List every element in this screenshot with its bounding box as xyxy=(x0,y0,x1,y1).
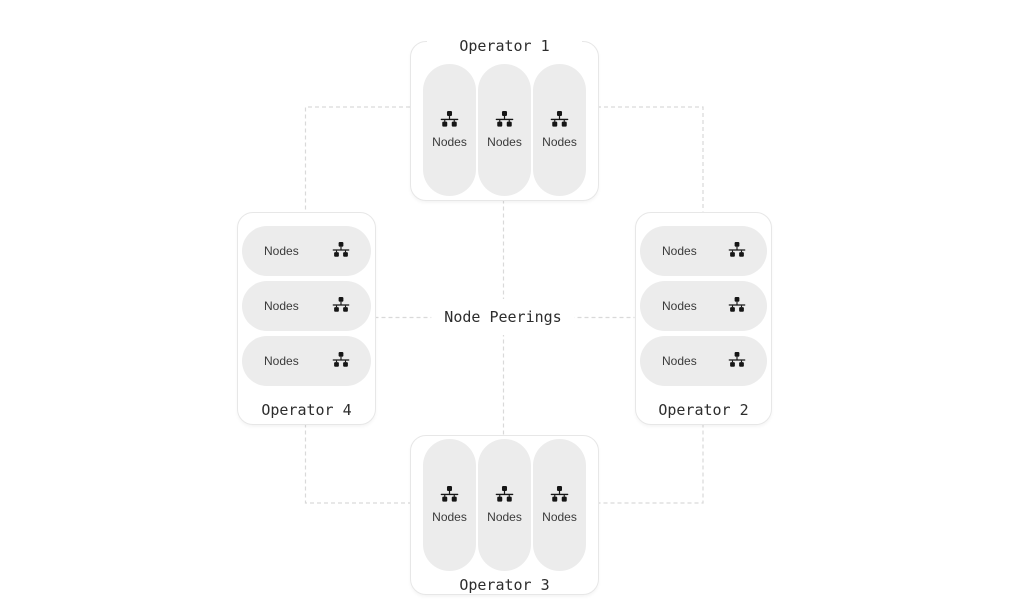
connector-bottom-right xyxy=(597,423,704,504)
node-pill: Nodes xyxy=(640,281,767,331)
network-icon xyxy=(439,111,460,130)
network-icon xyxy=(331,242,351,260)
operator-3-pills: Nodes Nodes Nodes xyxy=(423,439,586,571)
node-pill-label: Nodes xyxy=(487,510,522,524)
operator-1-box: Operator 1 Nodes Nodes Nodes xyxy=(410,37,599,201)
operator-4-title: Operator 4 xyxy=(261,401,352,419)
node-pill: Nodes xyxy=(478,439,531,571)
network-icon xyxy=(727,297,747,315)
network-icon xyxy=(549,111,570,130)
network-icon xyxy=(331,352,351,370)
node-pill-label: Nodes xyxy=(432,510,467,524)
operator-1-title: Operator 1 xyxy=(411,37,598,55)
network-icon xyxy=(727,242,747,260)
node-pill: Nodes xyxy=(423,439,476,571)
node-pill-label: Nodes xyxy=(542,510,577,524)
connector-top-right xyxy=(597,106,704,212)
node-pill-label: Nodes xyxy=(264,299,299,313)
node-pill: Nodes xyxy=(242,226,371,276)
operator-2-pills: Nodes Nodes Nodes xyxy=(640,226,767,386)
node-pill-label: Nodes xyxy=(662,354,697,368)
node-pill-label: Nodes xyxy=(487,135,522,149)
operator-3-box: Nodes Nodes Nodes Operator 3 xyxy=(410,435,599,595)
operator-1-pills: Nodes Nodes Nodes xyxy=(423,64,586,196)
node-peerings-label: Node Peerings xyxy=(431,299,575,335)
node-pill-label: Nodes xyxy=(264,354,299,368)
network-icon xyxy=(549,486,570,505)
node-pill: Nodes xyxy=(242,281,371,331)
network-icon xyxy=(494,111,515,130)
network-icon xyxy=(439,486,460,505)
node-pill-label: Nodes xyxy=(432,135,467,149)
node-pill: Nodes xyxy=(533,64,586,196)
network-icon xyxy=(727,352,747,370)
connector-top-left xyxy=(304,106,410,212)
operator-2-box: Nodes Nodes Nodes Operator 2 xyxy=(635,212,772,425)
network-icon xyxy=(494,486,515,505)
operator-4-pills: Nodes Nodes Nodes xyxy=(242,226,371,386)
connector-bottom-left xyxy=(304,423,410,504)
network-icon xyxy=(331,297,351,315)
node-pill-label: Nodes xyxy=(542,135,577,149)
operator-3-title: Operator 3 xyxy=(459,576,550,594)
node-pill: Nodes xyxy=(423,64,476,196)
operator-1-title-text: Operator 1 xyxy=(447,37,562,55)
node-pill-label: Nodes xyxy=(264,244,299,258)
node-pill: Nodes xyxy=(478,64,531,196)
node-pill: Nodes xyxy=(533,439,586,571)
node-pill-label: Nodes xyxy=(662,244,697,258)
operator-4-box: Nodes Nodes Nodes Operator 4 xyxy=(237,212,376,425)
node-pill: Nodes xyxy=(242,336,371,386)
node-pill-label: Nodes xyxy=(662,299,697,313)
node-pill: Nodes xyxy=(640,336,767,386)
operator-2-title: Operator 2 xyxy=(658,401,749,419)
node-pill: Nodes xyxy=(640,226,767,276)
